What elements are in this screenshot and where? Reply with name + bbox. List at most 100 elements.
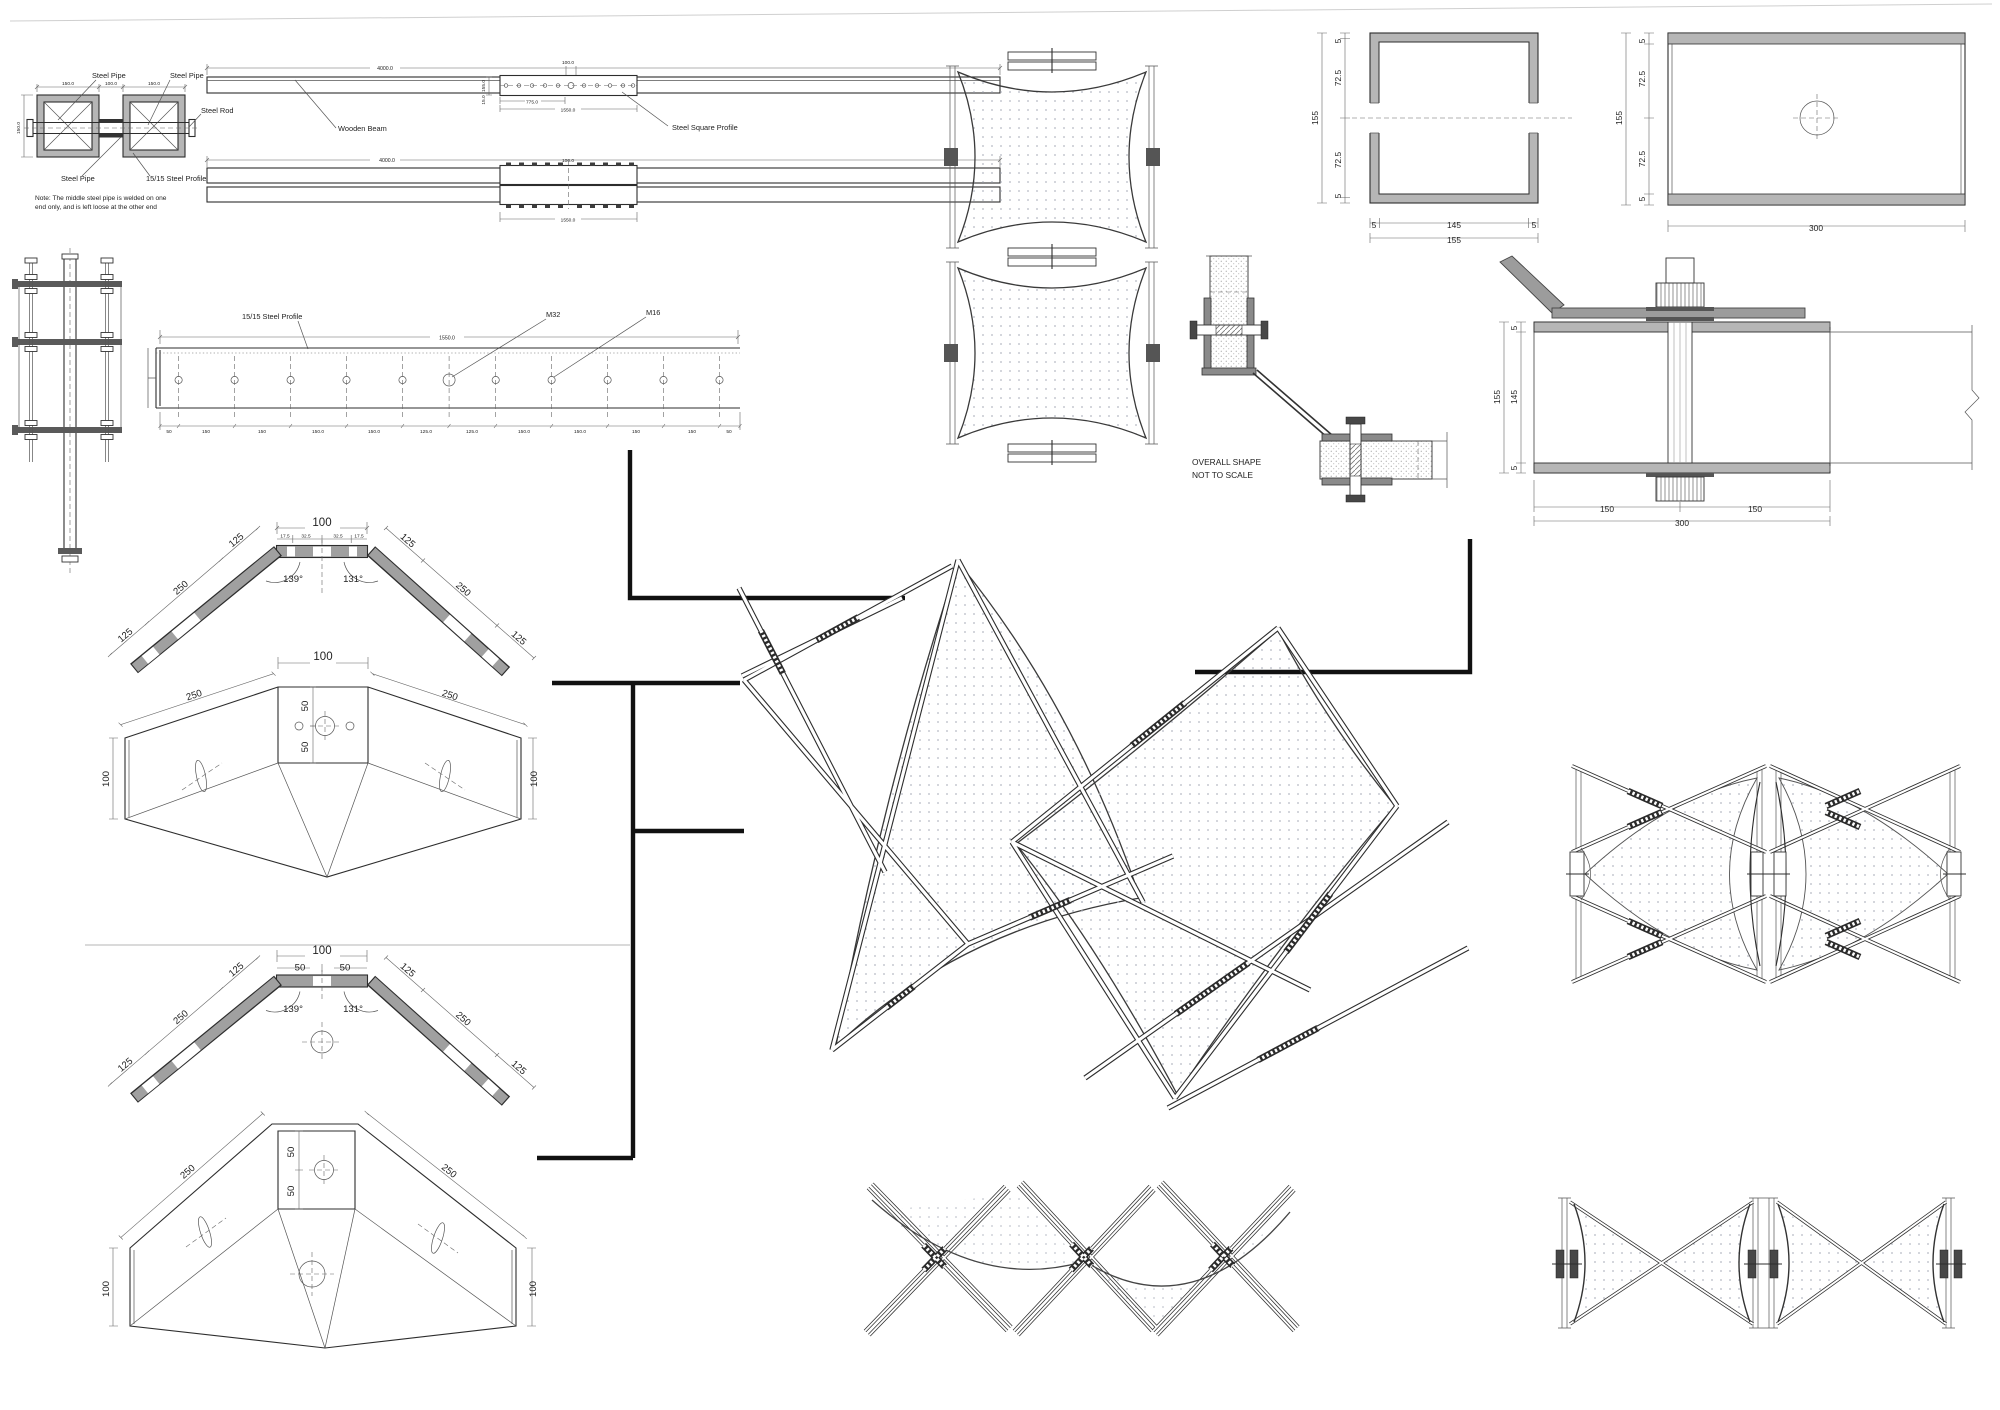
ss-dim: 5 bbox=[1333, 193, 1343, 198]
subdim: 32.5 bbox=[333, 534, 343, 540]
dim-775: 775.0 bbox=[526, 100, 538, 106]
angle-139: 139° bbox=[283, 574, 303, 585]
dim-50-right: 50 bbox=[340, 963, 351, 974]
dim-100-le2: 100 bbox=[101, 1281, 112, 1297]
bdim: 150 bbox=[258, 429, 266, 435]
axonometric-structure bbox=[736, 558, 1470, 1111]
dim-1550-top: 1550.0 bbox=[561, 108, 576, 114]
square-section: 5 72.5 72.5 5 155 5 145 5 155 bbox=[1310, 32, 1572, 245]
elevation-two-x bbox=[1552, 1197, 1966, 1329]
dim-4000-top: 4000.0 bbox=[377, 66, 393, 72]
armdim: 125 bbox=[227, 531, 246, 550]
plan-two-modules bbox=[1566, 764, 1966, 984]
rs-total-b: 300 bbox=[1809, 223, 1823, 233]
ss-total-b: 155 bbox=[1447, 235, 1461, 245]
armdim: 125 bbox=[509, 1059, 528, 1078]
dim-100-re: 100 bbox=[529, 771, 540, 787]
dim-250-r2: 250 bbox=[439, 1162, 458, 1181]
label-steel-square-profile: Steel Square Profile bbox=[672, 123, 738, 132]
armdim: 125 bbox=[116, 626, 135, 645]
bent-bar-plan-1: 100 17.5 32.5 32.5 17.5 139° 131° 125 25… bbox=[107, 517, 537, 677]
dim-15-plate: 15.0 bbox=[481, 95, 487, 105]
fabric-left-module bbox=[835, 560, 1141, 1048]
label-profile-2: 15/15 Steel Profile bbox=[242, 312, 302, 321]
clamp-bottom bbox=[1007, 440, 1097, 465]
beam-joint-section: 5 145 5 155 150 150 300 bbox=[1492, 255, 1980, 528]
rs-dim: 5 bbox=[1637, 38, 1647, 43]
bj-300: 300 bbox=[1675, 518, 1689, 528]
bdim: 50 bbox=[166, 429, 172, 435]
dim-100-le: 100 bbox=[101, 771, 112, 787]
armdim: 125 bbox=[509, 629, 528, 648]
label-wooden-beam: Wooden Beam bbox=[338, 124, 387, 133]
dim-100-re2: 100 bbox=[528, 1281, 539, 1297]
bj-145: 145 bbox=[1509, 390, 1519, 404]
bdim: 150 bbox=[632, 429, 640, 435]
armdim: 250 bbox=[453, 1010, 472, 1029]
angle-131-b2: 131° bbox=[343, 1004, 363, 1015]
dim-50-u: 50 bbox=[300, 701, 311, 712]
rs-dim: 72.5 bbox=[1637, 71, 1647, 88]
label-m32: M32 bbox=[546, 310, 560, 319]
clamp-top bbox=[1007, 48, 1097, 73]
rs-dim: 72.5 bbox=[1637, 151, 1647, 168]
bdim: 150.0 bbox=[368, 429, 380, 435]
bdim: 150 bbox=[202, 429, 210, 435]
label-steel-rod: Steel Rod bbox=[201, 106, 233, 115]
dim-150-height: 150.0 bbox=[16, 122, 22, 134]
bj-5-top: 5 bbox=[1509, 325, 1519, 330]
note-overall-2: NOT TO SCALE bbox=[1192, 470, 1253, 480]
elevation-folded bbox=[863, 1180, 1300, 1337]
bent-plate-iso-1: 100 50 50 250 250 100 100 bbox=[101, 651, 540, 878]
subdim: 17.5 bbox=[280, 534, 290, 540]
bdim: 125.0 bbox=[466, 429, 478, 435]
dim-150-left: 150.0 bbox=[62, 81, 74, 87]
bj-150-r: 150 bbox=[1748, 504, 1762, 514]
wooden-beam-elevations: 4000.0 100.0 155.0 15.0 775.0 1550.0 Woo… bbox=[204, 60, 1003, 224]
dim-50-left: 50 bbox=[295, 963, 306, 974]
bj-155: 155 bbox=[1492, 390, 1502, 404]
angle-139-b2: 139° bbox=[283, 1004, 303, 1015]
fabric-plan-modules bbox=[944, 48, 1160, 465]
page-edge-line bbox=[9, 3, 1993, 22]
dim-100: 100 bbox=[312, 517, 331, 529]
label-steel-pipe-3: Steel Pipe bbox=[61, 174, 95, 183]
label-steel-profile: 15/15 Steel Profile bbox=[146, 174, 206, 183]
ss-dim-b: 5 bbox=[1372, 220, 1377, 230]
dim-250-l2: 250 bbox=[178, 1163, 197, 1182]
dim-1550-profile: 1550.0 bbox=[439, 336, 455, 342]
dim-100-b2: 100 bbox=[312, 945, 331, 957]
dim-100-mid: 100.0 bbox=[105, 81, 117, 87]
dim-155-plate: 155.0 bbox=[481, 80, 487, 92]
fabric-right-module bbox=[1015, 628, 1396, 1096]
dim-50-u2: 50 bbox=[286, 1147, 297, 1158]
dim-250-r: 250 bbox=[440, 688, 459, 703]
dim-4000-bottom: 4000.0 bbox=[379, 158, 395, 164]
plan-sleeves bbox=[1626, 787, 1862, 961]
note-overall-1: OVERALL SHAPE bbox=[1192, 457, 1261, 467]
label-steel-pipe-2: Steel Pipe bbox=[170, 71, 204, 80]
armdim: 250 bbox=[171, 1008, 190, 1027]
ss-dim-b: 5 bbox=[1532, 220, 1537, 230]
bj-5-bottom: 5 bbox=[1509, 465, 1519, 470]
bj-150-l: 150 bbox=[1600, 504, 1614, 514]
dim-1550-bottom: 1550.0 bbox=[561, 218, 576, 224]
bdim: 125.0 bbox=[420, 429, 432, 435]
dim-100-iso1: 100 bbox=[313, 651, 332, 663]
armdim: 125 bbox=[398, 961, 417, 980]
drilled-profile-plan: 15/15 Steel Profile M32 M16 1550.0 50 15… bbox=[147, 308, 742, 435]
bdim: 150.0 bbox=[518, 429, 530, 435]
dim-50-l2: 50 bbox=[286, 1186, 297, 1197]
label-m16: M16 bbox=[646, 308, 660, 317]
armdim: 125 bbox=[116, 1056, 135, 1075]
folded-sleeves bbox=[921, 1241, 1236, 1273]
gusset-plate-iso: 50 50 250 250 100 100 bbox=[101, 1110, 539, 1349]
rs-dim: 5 bbox=[1637, 196, 1647, 201]
armdim: 125 bbox=[398, 532, 417, 551]
ss-dim: 72.5 bbox=[1333, 70, 1343, 87]
joint-overall-detail: OVERALL SHAPE NOT TO SCALE bbox=[1189, 255, 1448, 503]
rs-total-v: 155 bbox=[1614, 111, 1624, 125]
bdim: 50 bbox=[726, 429, 732, 435]
